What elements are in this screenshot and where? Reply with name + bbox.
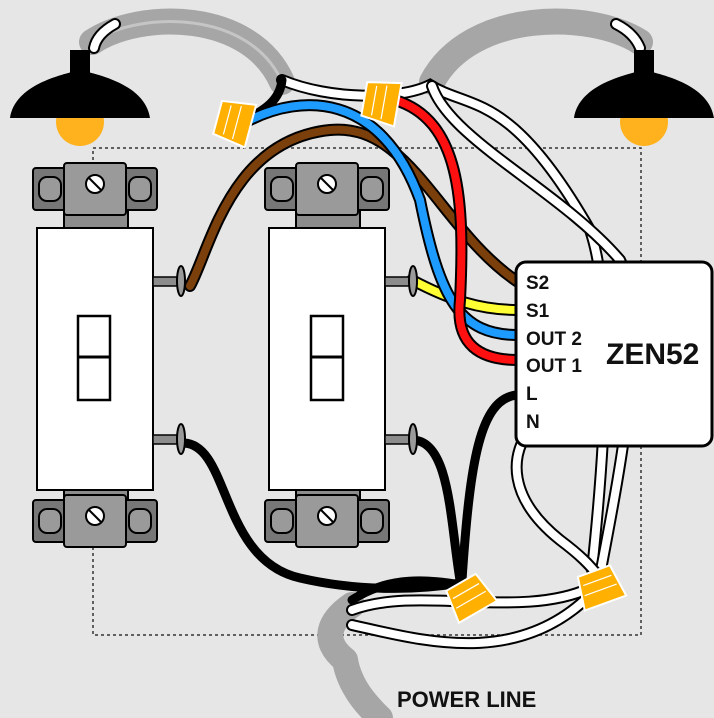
- module-name: ZEN52: [606, 338, 699, 371]
- colored-wires: [184, 94, 524, 366]
- screw-terminal-icon: [32, 162, 158, 216]
- power-line-label: POWER LINE: [397, 687, 536, 712]
- terminal-label-out2: OUT 2: [526, 329, 582, 350]
- wire-nut-icon: [210, 95, 258, 149]
- toggle-switch-left: [32, 162, 186, 548]
- lamp-icon: [574, 50, 714, 146]
- hot-wires: [179, 75, 521, 605]
- screw-terminal-icon: [264, 494, 390, 548]
- screw-terminal-icon: [264, 162, 390, 216]
- terminal-label-s1: S1: [526, 301, 550, 322]
- screw-terminal-icon: [32, 494, 158, 548]
- terminal-label-s2: S2: [526, 273, 549, 294]
- toggle-switch-right: [264, 162, 418, 548]
- terminal-label-out1: OUT 1: [526, 356, 582, 377]
- zen52-module: S2 S1 OUT 2 OUT 1 L N ZEN52: [514, 260, 714, 448]
- terminal-label-n: N: [526, 412, 540, 433]
- terminal-label-l: L: [526, 384, 538, 405]
- lamp-icon: [10, 50, 150, 146]
